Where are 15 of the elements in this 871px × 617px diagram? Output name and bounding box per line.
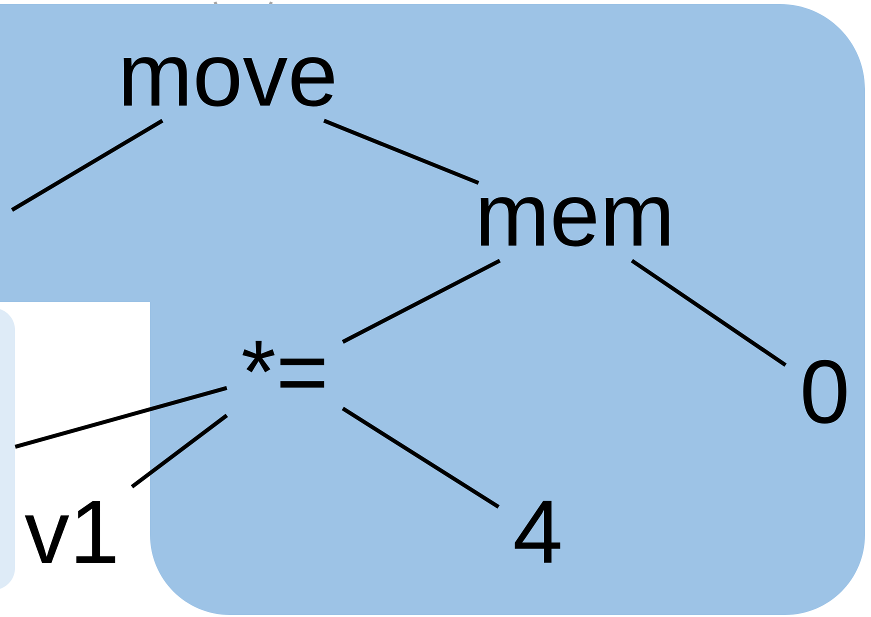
tree-line (323, 118, 480, 185)
tree-line (342, 406, 500, 509)
tree-line (630, 259, 787, 367)
region-background (0, 4, 865, 615)
panel-background (0, 308, 15, 590)
tree-line (10, 118, 164, 212)
tree-label: 4 (514, 500, 560, 563)
tree-line (342, 258, 501, 344)
tree-label: *= (242, 340, 324, 388)
tree-line (14, 386, 228, 449)
tree-label: mem (480, 197, 669, 246)
tree-line (130, 414, 228, 488)
tree-label: 0 (803, 360, 846, 424)
tree-label: move (124, 57, 334, 106)
tree-label: v1 (24, 501, 116, 563)
